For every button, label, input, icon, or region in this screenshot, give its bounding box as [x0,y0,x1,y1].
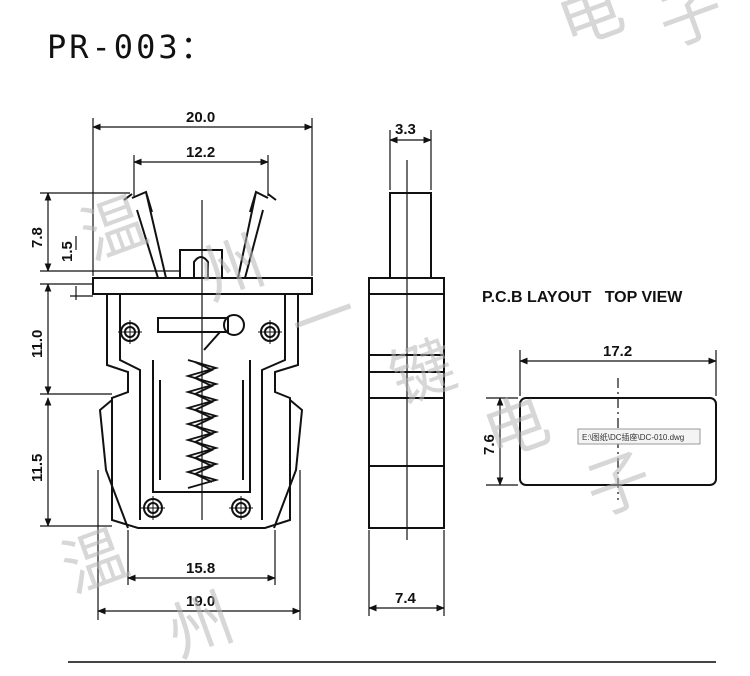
side-actuator [389,192,432,279]
front-view [92,190,313,529]
dim-width-body: 7.4 [395,590,417,607]
file-path-tooltip: E:\图纸\DC插座\DC-010.dwg [577,428,701,445]
actuator-cap [179,249,223,279]
side-view-dimensions [368,130,445,616]
dim-width-total: 20.0 [186,109,215,126]
screw-hole-bottom-left [141,496,165,520]
front-view-dimensions [40,118,313,620]
watermark: 温 州 一 键 电 子 温 州 电 子 [52,0,734,673]
lever-right [237,190,269,279]
dim-height-lever: 7.8 [29,227,46,248]
spring [184,359,220,489]
watermark-char-8: 州 [158,581,243,672]
dim-width-slot: 12.2 [186,144,215,161]
watermark-char-10: 子 [649,0,734,62]
dim-height-upper: 11.0 [29,330,46,358]
drawing-title: PR-003： [47,28,216,66]
side-view [368,160,445,540]
watermark-char-9: 电 [549,0,634,62]
dim-pcb-height: 7.6 [481,434,498,455]
latch-left [98,399,129,529]
latch-right [273,399,304,529]
dim-height-lower: 11.5 [29,454,46,482]
dim-height-cap: 1.5 [59,241,76,262]
screw-hole-top-left [118,320,142,344]
watermark-char-5: 电 [474,383,559,474]
watermark-char-6: 子 [576,440,661,531]
dim-width-base: 19.0 [186,593,215,610]
screw-hole-bottom-right [229,496,253,520]
switch-body [106,294,299,529]
dim-pcb-width: 17.2 [603,343,632,360]
dim-width-inner: 15.8 [186,560,215,577]
watermark-char-4: 键 [381,327,466,418]
lever-left [131,190,167,279]
pcb-layout-heading: P.C.B LAYOUT TOP VIEW [482,289,683,306]
screw-hole-top-right [258,320,282,344]
dim-width-actuator: 3.3 [395,121,416,138]
file-path-text: E:\图纸\DC插座\DC-010.dwg [582,432,684,442]
watermark-char-3: 一 [281,274,366,365]
watermark-char-1: 温 [71,184,156,275]
watermark-char-7: 温 [52,517,137,608]
pcb-footprint [486,350,717,500]
